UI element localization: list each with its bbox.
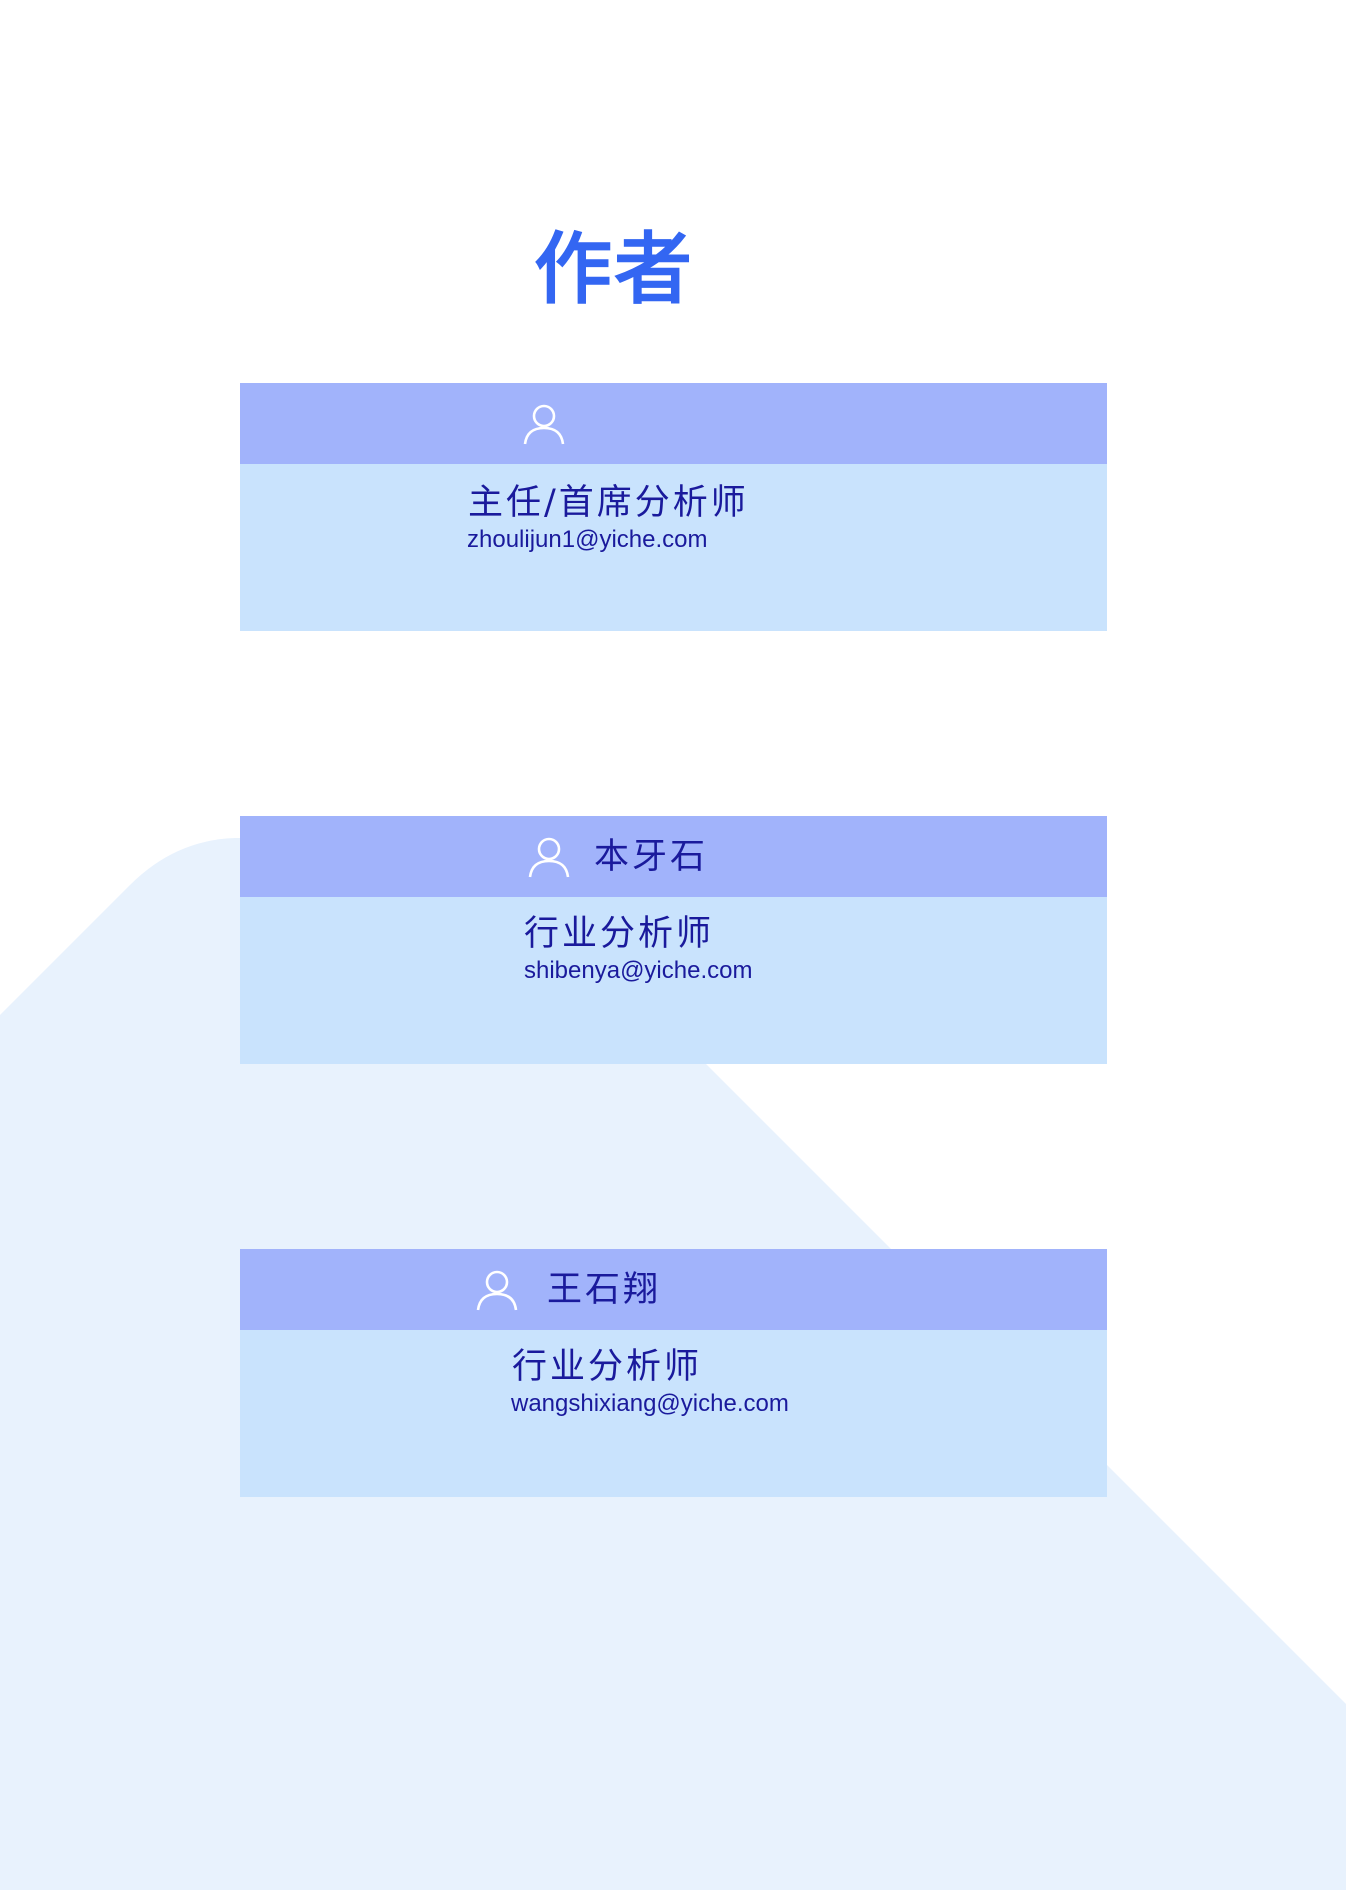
author-card-header: 王石翔 — [240, 1249, 1107, 1330]
author-card: 主任/首席分析师 zhoulijun1@yiche.com — [240, 383, 1107, 631]
author-role: 主任/首席分析师 — [468, 483, 749, 523]
author-card-header — [240, 383, 1107, 464]
author-email[interactable]: wangshixiang@yiche.com — [511, 1390, 789, 1417]
author-name: 本牙石 — [594, 837, 709, 877]
author-card-header: 本牙石 — [240, 816, 1107, 897]
author-card-body: 行业分析师 shibenya@yiche.com — [240, 897, 1107, 1064]
author-role: 行业分析师 — [524, 914, 715, 954]
author-role: 行业分析师 — [512, 1347, 703, 1387]
author-card: 本牙石 行业分析师 shibenya@yiche.com — [240, 816, 1107, 1064]
author-name: 王石翔 — [547, 1270, 662, 1310]
person-icon — [528, 837, 570, 878]
page-title: 作者 — [533, 225, 694, 315]
author-card-body: 行业分析师 wangshixiang@yiche.com — [240, 1330, 1107, 1497]
author-email[interactable]: shibenya@yiche.com — [524, 957, 753, 984]
author-card-body: 主任/首席分析师 zhoulijun1@yiche.com — [240, 464, 1107, 631]
person-icon — [476, 1270, 518, 1311]
author-email[interactable]: zhoulijun1@yiche.com — [467, 526, 708, 553]
person-icon — [523, 404, 565, 445]
author-card: 王石翔 行业分析师 wangshixiang@yiche.com — [240, 1249, 1107, 1497]
